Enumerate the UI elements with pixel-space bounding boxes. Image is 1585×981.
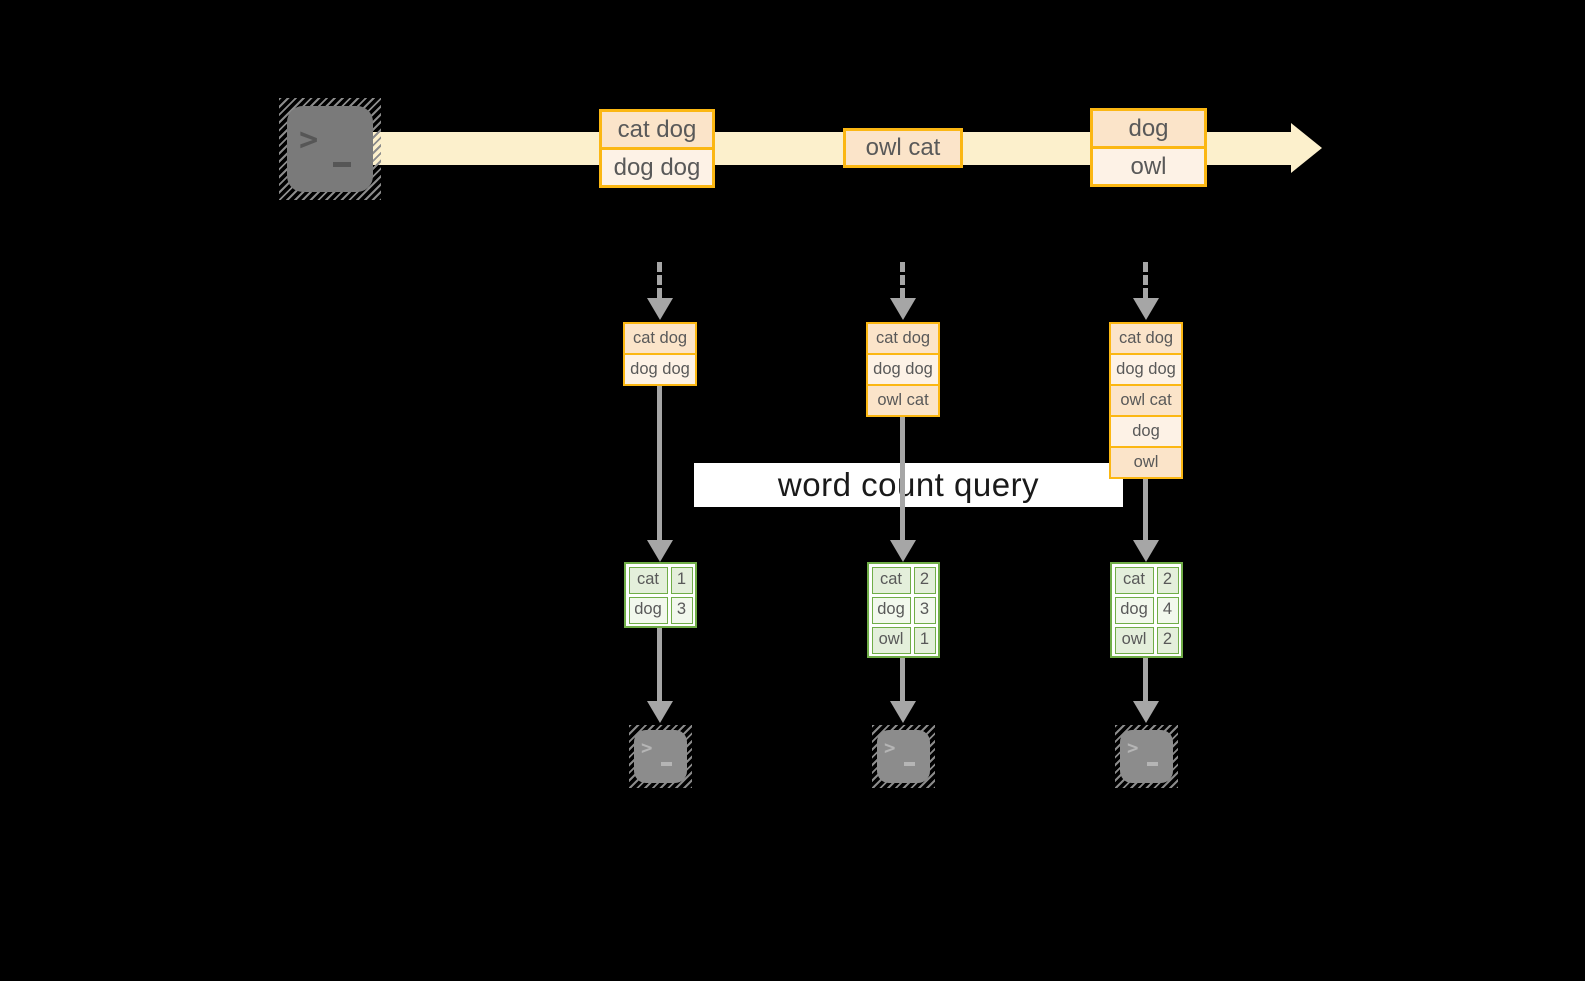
terminal-cursor-icon (904, 762, 915, 766)
word-cell: owl (871, 626, 911, 654)
buffer-record: dog dog (868, 353, 938, 384)
word-cell: dog (628, 596, 668, 624)
stream-record: owl cat (846, 131, 960, 165)
dashed-arrow-head-icon (1133, 298, 1159, 320)
dashed-arrow-head-icon (647, 298, 673, 320)
count-cell: 1 (913, 626, 936, 654)
output-arrow-line (900, 658, 905, 703)
query-banner-label: word count query (777, 466, 1040, 503)
query-arrow-line (1143, 478, 1148, 540)
buffer-record: cat dog (868, 324, 938, 353)
table-row: cat 2 (1114, 566, 1179, 594)
query-arrow-head-icon (890, 540, 916, 562)
stream-batch-3: dog owl (1090, 108, 1207, 187)
buffer-record: dog dog (625, 353, 695, 384)
terminal-prompt-icon: > (641, 737, 653, 759)
count-cell: 4 (1156, 596, 1179, 624)
buffer-record: owl cat (868, 384, 938, 415)
terminal-screen: > (287, 106, 373, 192)
buffer-record: dog (1111, 415, 1181, 446)
table-row: owl 1 (871, 626, 936, 654)
count-cell: 2 (1156, 626, 1179, 654)
stream-record: owl (1093, 146, 1204, 184)
record-buffer-2: cat dog dog dog owl cat (866, 322, 940, 417)
output-arrow-head-icon (647, 701, 673, 723)
query-arrow-head-icon (1133, 540, 1159, 562)
output-arrow-head-icon (1133, 701, 1159, 723)
stream-batch-2: owl cat (843, 128, 963, 168)
buffer-record: cat dog (625, 324, 695, 353)
output-arrow-line (1143, 658, 1148, 703)
buffer-record: owl (1111, 446, 1181, 477)
stream-arrowhead-icon (1291, 123, 1322, 173)
buffer-record: owl cat (1111, 384, 1181, 415)
terminal-screen: > (877, 730, 930, 783)
word-cell: cat (628, 566, 668, 594)
sink-terminal-icon: > (872, 725, 935, 788)
query-arrow-head-icon (647, 540, 673, 562)
dashed-arrow-line (1143, 262, 1148, 298)
source-terminal-icon: > (279, 98, 381, 200)
terminal-prompt-icon: > (884, 737, 896, 759)
word-cell: owl (1114, 626, 1154, 654)
terminal-cursor-icon (333, 162, 351, 167)
count-cell: 3 (913, 596, 936, 624)
count-cell: 3 (670, 596, 693, 624)
record-buffer-1: cat dog dog dog (623, 322, 697, 386)
stream-record: cat dog (602, 112, 712, 147)
stream-record: dog dog (602, 147, 712, 185)
terminal-cursor-icon (1147, 762, 1158, 766)
output-arrow-line (657, 628, 662, 703)
count-table-1: cat 1 dog 3 (624, 562, 697, 628)
stream-record: dog (1093, 111, 1204, 146)
buffer-record: dog dog (1111, 353, 1181, 384)
table-row: dog 3 (871, 596, 936, 624)
count-cell: 2 (1156, 566, 1179, 594)
terminal-prompt-icon: > (299, 120, 319, 158)
buffer-record: cat dog (1111, 324, 1181, 353)
sink-terminal-icon: > (1115, 725, 1178, 788)
word-cell: cat (1114, 566, 1154, 594)
dashed-arrow-line (657, 262, 662, 298)
table-row: owl 2 (1114, 626, 1179, 654)
terminal-cursor-icon (661, 762, 672, 766)
word-cell: dog (871, 596, 911, 624)
count-cell: 1 (670, 566, 693, 594)
table-row: cat 1 (628, 566, 693, 594)
query-arrow-line (657, 384, 662, 540)
terminal-screen: > (634, 730, 687, 783)
count-table-3: cat 2 dog 4 owl 2 (1110, 562, 1183, 658)
count-table-2: cat 2 dog 3 owl 1 (867, 562, 940, 658)
terminal-screen: > (1120, 730, 1173, 783)
dashed-arrow-head-icon (890, 298, 916, 320)
record-buffer-3: cat dog dog dog owl cat dog owl (1109, 322, 1183, 479)
count-cell: 2 (913, 566, 936, 594)
word-cell: dog (1114, 596, 1154, 624)
table-row: dog 4 (1114, 596, 1179, 624)
query-banner: word count query (694, 463, 1123, 507)
terminal-prompt-icon: > (1127, 737, 1139, 759)
dashed-arrow-line (900, 262, 905, 298)
stream-batch-1: cat dog dog dog (599, 109, 715, 188)
query-arrow-line (900, 416, 905, 540)
table-row: dog 3 (628, 596, 693, 624)
word-cell: cat (871, 566, 911, 594)
table-row: cat 2 (871, 566, 936, 594)
sink-terminal-icon: > (629, 725, 692, 788)
output-arrow-head-icon (890, 701, 916, 723)
